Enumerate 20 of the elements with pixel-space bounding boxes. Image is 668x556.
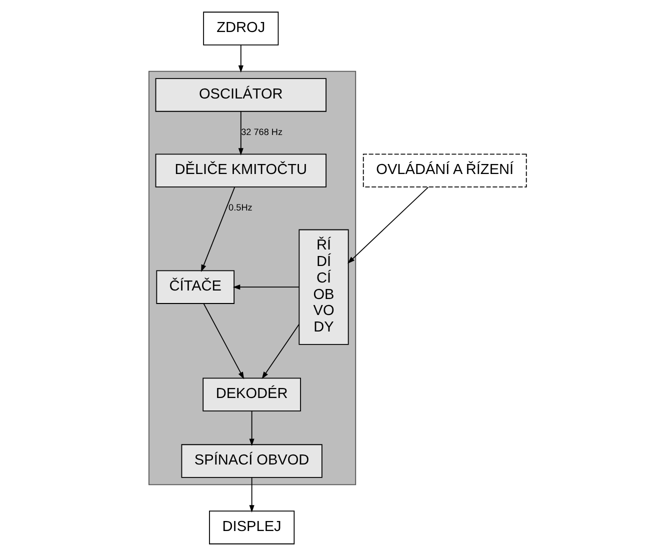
node-box: ZDROJ [203, 12, 279, 46]
node-box: ČÍTAČE [156, 270, 235, 304]
arrow [201, 186, 236, 272]
edge-label: 0.5Hz [228, 202, 252, 213]
node-box: DEKODÉR [202, 378, 301, 412]
arrow [238, 44, 244, 73]
arrow [203, 303, 244, 380]
arrow [249, 477, 254, 512]
arrow [238, 111, 244, 156]
arrow [262, 324, 300, 380]
edge-label: 32 768 Hz [241, 127, 283, 138]
node-box: OVLÁDÁNÍ A ŘÍZENÍ [362, 154, 527, 188]
node-box: ŘÍ DÍ CÍ OB VO DY [298, 229, 349, 345]
arrow [249, 410, 254, 446]
node-box: SPÍNACÍ OBVOD [181, 444, 322, 478]
arrow [232, 284, 300, 290]
node-box: OSCILÁTOR [155, 78, 326, 112]
arrow [348, 186, 429, 264]
node-box: DISPLEJ [209, 510, 295, 544]
node-box: DĚLIČE KMITOČTU [155, 154, 326, 188]
